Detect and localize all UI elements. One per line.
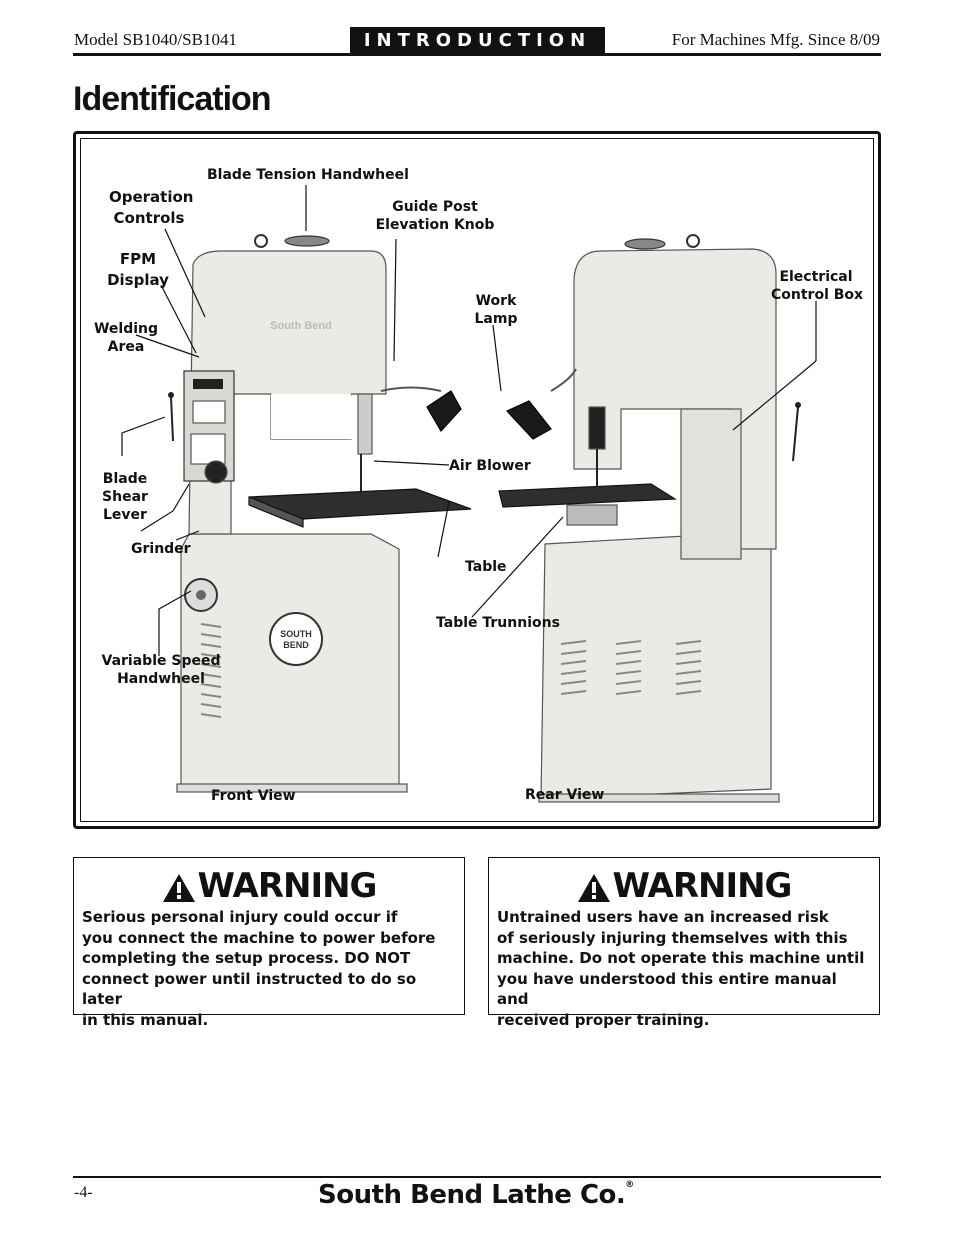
front-tension-handwheel xyxy=(284,235,330,247)
bandsaw-illustration: SOUTH BEND South Bend xyxy=(121,185,817,803)
registered-mark: ® xyxy=(625,1180,634,1190)
rear-lamp-arm xyxy=(550,368,577,392)
header-mfg-date: For Machines Mfg. Since 8/09 xyxy=(671,30,880,49)
warning-line: machine. Do not operate this machine unt… xyxy=(497,949,865,967)
warning-line: you have understood this entire manual a… xyxy=(497,969,837,1009)
warning-box-power: WARNING Serious personal injury could oc… xyxy=(73,857,465,1029)
label-blade-shear-lever: Blade Shear Lever xyxy=(95,470,155,524)
label-front-view: Front View xyxy=(211,788,296,804)
label-blade-shear-line1: Blade xyxy=(102,471,148,487)
front-badge-text-2: BEND xyxy=(283,640,309,650)
label-electrical-line1: Electrical xyxy=(779,269,853,285)
warning-line: in this manual. xyxy=(82,1010,209,1029)
warning-heading-text: WARNING xyxy=(197,866,378,906)
front-nameplate: South Bend xyxy=(270,320,332,332)
label-table: Table xyxy=(465,559,507,575)
label-air-blower: Air Blower xyxy=(449,458,531,474)
label-fpm-line2: Display xyxy=(107,271,169,289)
warning-line: of seriously injuring themselves with th… xyxy=(497,928,848,947)
label-operation-controls-line1: Operation xyxy=(109,188,194,206)
label-guide-post-elevation-knob: Guide Post Elevation Knob xyxy=(375,198,495,234)
front-badge-circle xyxy=(269,612,323,666)
warning-line: received proper training. xyxy=(497,1010,710,1029)
label-operation-controls-line2: Controls xyxy=(113,209,185,227)
label-work-lamp-line2: Lamp xyxy=(474,311,518,327)
rear-shear-lever xyxy=(792,406,799,462)
header-rule xyxy=(73,53,881,56)
page-number: -4- xyxy=(74,1184,93,1201)
label-guide-post-line1: Guide Post xyxy=(392,199,478,215)
rear-view-machine xyxy=(498,234,801,803)
warning-line: you connect the machine to power before xyxy=(82,928,436,947)
rear-base-foot xyxy=(538,793,780,803)
footer-brand: South Bend Lathe Co.® xyxy=(318,1180,634,1210)
warning-line: connect power until instructed to do so … xyxy=(82,969,417,1009)
front-badge-text-1: SOUTH xyxy=(280,629,312,639)
label-variable-speed-handwheel: Variable Speed Handwheel xyxy=(101,652,221,688)
front-vents xyxy=(200,623,222,718)
rear-electrical-box xyxy=(680,408,742,560)
warning-triangle-icon xyxy=(577,873,610,902)
front-lamp-shade xyxy=(426,390,462,433)
footer-rule xyxy=(73,1176,881,1178)
warning-triangle-icon xyxy=(162,873,195,902)
front-shear-lever xyxy=(170,396,174,442)
front-view-machine: SOUTH BEND South Bend xyxy=(168,234,472,793)
label-table-trunnions: Table Trunnions xyxy=(436,615,560,631)
label-fpm-line1: FPM xyxy=(119,250,157,268)
rear-tension-handwheel xyxy=(624,238,666,250)
warning-line: Untrained users have an increased risk xyxy=(497,908,829,926)
rear-lamp-shade xyxy=(505,400,552,440)
label-work-lamp-line1: Work xyxy=(475,293,517,309)
front-grinder-knob xyxy=(204,460,228,484)
label-welding-area: Welding Area xyxy=(91,320,161,356)
footer-brand-text: South Bend Lathe Co. xyxy=(318,1180,626,1210)
label-blade-shear-line3: Lever xyxy=(103,507,147,523)
label-operation-controls: Operation Controls xyxy=(109,187,194,229)
label-blade-tension-handwheel: Blade Tension Handwheel xyxy=(207,167,409,183)
label-variable-speed-line1: Variable Speed xyxy=(101,653,221,669)
label-electrical-control-box: Electrical Control Box xyxy=(771,268,864,304)
label-grinder: Grinder xyxy=(131,541,191,557)
rear-trunnions xyxy=(566,504,618,526)
rear-guide-post xyxy=(588,406,606,450)
front-guide-post xyxy=(357,393,373,455)
label-welding-line2: Area xyxy=(107,339,145,355)
label-variable-speed-line2: Handwheel xyxy=(117,671,205,687)
label-rear-view: Rear View xyxy=(525,787,605,803)
rear-base-cabinet xyxy=(540,533,772,800)
front-lamp-arm xyxy=(380,386,442,392)
label-guide-post-line2: Elevation Knob xyxy=(375,217,495,233)
front-switch-block xyxy=(192,400,226,424)
label-fpm-display: FPM Display xyxy=(103,249,173,291)
warning-line: completing the setup process. DO NOT xyxy=(82,949,411,967)
header-model: Model SB1040/SB1041 xyxy=(74,30,237,49)
rear-table xyxy=(498,483,677,508)
warning-body: Serious personal injury could occur if y… xyxy=(82,907,450,1030)
warning-line: Serious personal injury could occur if xyxy=(82,908,398,926)
front-welder xyxy=(190,433,226,465)
front-fpm-display xyxy=(193,379,223,389)
front-base-foot xyxy=(176,783,408,793)
label-welding-line1: Welding xyxy=(93,321,159,337)
rear-column-head xyxy=(573,248,777,550)
warning-heading-text: WARNING xyxy=(612,866,793,906)
warning-body: Untrained users have an increased risk o… xyxy=(497,907,865,1030)
label-work-lamp: Work Lamp xyxy=(461,292,531,328)
warning-heading: WARNING xyxy=(74,866,464,906)
label-blade-shear-line2: Shear xyxy=(102,489,148,505)
rear-vents xyxy=(560,640,702,695)
callout-leaders xyxy=(121,185,817,656)
identification-figure: SOUTH BEND South Bend xyxy=(73,131,881,829)
label-electrical-line2: Control Box xyxy=(771,287,864,303)
figure-inner-border: SOUTH BEND South Bend xyxy=(80,138,874,822)
warning-box-training: WARNING Untrained users have an increase… xyxy=(488,857,880,1029)
page-title: Identification xyxy=(73,80,272,118)
header-section-tab: INTRODUCTION xyxy=(350,27,605,53)
warning-heading: WARNING xyxy=(489,866,879,906)
